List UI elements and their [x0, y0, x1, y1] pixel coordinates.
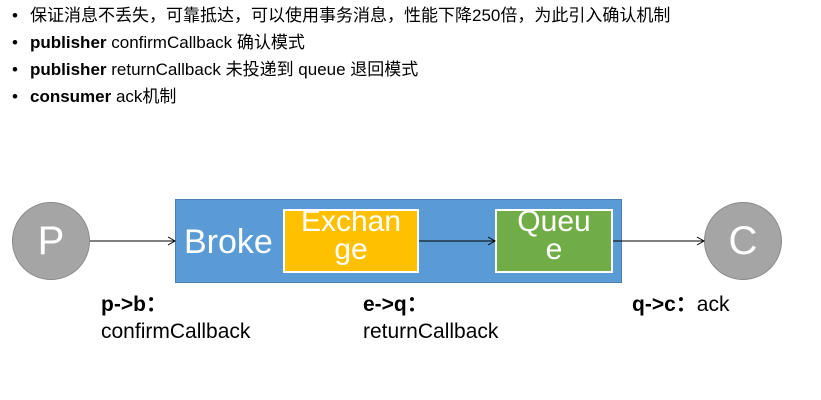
bullet-bold: consumer: [30, 87, 112, 106]
qc-annotation: q->c：ack: [632, 291, 729, 318]
bullet-text: 保证消息不丢失，可靠抵达，可以使用事务消息，性能下降250倍，为此引入确认机制: [30, 6, 671, 25]
bullet-item: • publisher confirmCallback 确认模式: [12, 33, 812, 53]
bullet-bold: publisher: [30, 33, 107, 52]
broker-label: Broke: [184, 223, 273, 261]
pb-title: p->b：: [101, 293, 167, 316]
eq-text: returnCallback: [363, 320, 499, 343]
bullet-text: returnCallback 未投递到 queue 退回模式: [106, 60, 419, 79]
bullet-item: • publisher returnCallback 未投递到 queue 退回…: [12, 60, 812, 80]
bullet-dot: •: [12, 87, 18, 106]
bullet-item: • 保证消息不丢失，可靠抵达，可以使用事务消息，性能下降250倍，为此引入确认机…: [12, 6, 812, 26]
arrow-exchange-to-queue: [419, 236, 497, 246]
bullet-dot: •: [12, 33, 18, 52]
bullet-item: • consumer ack机制: [12, 87, 812, 107]
queue-box: Queu e: [495, 205, 613, 273]
queue-label-line1: Queu: [517, 205, 591, 238]
bullet-text: ack机制: [111, 87, 177, 106]
queue-label-line2: e: [545, 233, 563, 266]
exchange-label-line1: Exchan: [300, 205, 402, 238]
consumer-node: C: [704, 202, 782, 280]
pb-text: confirmCallback: [101, 320, 251, 343]
bullet-dot: •: [12, 60, 18, 79]
producer-label: P: [37, 218, 65, 263]
qc-text: ack: [696, 293, 730, 316]
bullet-list: • 保证消息不丢失，可靠抵达，可以使用事务消息，性能下降250倍，为此引入确认机…: [12, 6, 812, 114]
pb-annotation: p->b： confirmCallback: [101, 291, 250, 345]
arrow-queue-to-consumer: [613, 236, 706, 246]
exchange-box: Exchan ge: [283, 205, 419, 273]
bullet-dot: •: [12, 6, 18, 25]
consumer-label: C: [728, 218, 758, 263]
bullet-bold: publisher: [30, 60, 107, 79]
bullet-text: confirmCallback 确认模式: [106, 33, 305, 52]
eq-title: e->q：: [363, 293, 428, 316]
producer-node: P: [12, 202, 90, 280]
exchange-label-line2: ge: [334, 233, 368, 266]
arrow-producer-to-broker: [90, 236, 177, 246]
eq-annotation: e->q： returnCallback: [363, 291, 498, 345]
qc-title: q->c：: [632, 293, 697, 316]
